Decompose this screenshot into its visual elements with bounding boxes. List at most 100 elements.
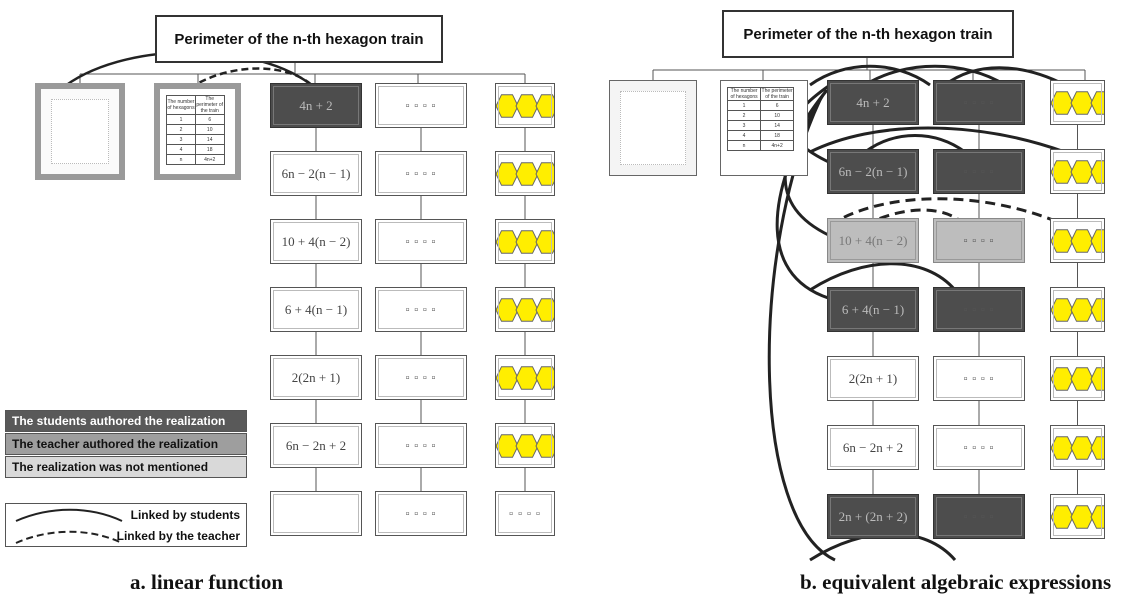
expression-text: 4n + 2	[299, 97, 333, 113]
graph-realization	[35, 83, 125, 180]
dots-pattern-cell: ▫ ▫ ▫ ▫	[375, 491, 467, 536]
expression-cell: 6n − 2n + 2	[270, 423, 362, 468]
expression-cell: 6n − 2(n − 1)	[827, 149, 919, 194]
expression-cell: 6 + 4(n − 1)	[827, 287, 919, 332]
expression-cell: 10 + 4(n − 2)	[827, 218, 919, 263]
dots-pattern-icon: ▫ ▫ ▫ ▫	[405, 439, 437, 452]
expression-text: 2n + (2n + 2)	[838, 508, 908, 524]
expression-cell: 2(2n + 1)	[827, 356, 919, 401]
dots-pattern-cell: ▫ ▫ ▫ ▫	[375, 83, 467, 128]
expression-cell: 6n − 2n + 2	[827, 425, 919, 470]
expression-text: 10 + 4(n − 2)	[281, 233, 351, 249]
dots-pattern-icon: ▫ ▫ ▫ ▫	[963, 372, 995, 385]
hexagon-picture-cell	[1050, 425, 1105, 470]
dots-pattern-cell: ▫ ▫ ▫ ▫	[375, 151, 467, 196]
dots-pattern-cell: ▫ ▫ ▫ ▫	[933, 149, 1025, 194]
expression-text: 4n + 2	[856, 94, 890, 110]
hexagon-train-icon	[1051, 297, 1104, 322]
dots-pattern-cell: ▫ ▫ ▫ ▫	[933, 425, 1025, 470]
expression-cell: 6n − 2(n − 1)	[270, 151, 362, 196]
expression-text: 6n − 2(n − 1)	[281, 165, 351, 181]
dots-pattern-icon: ▫ ▫ ▫ ▫	[963, 165, 995, 178]
hexagon-picture-cell: ▫ ▫ ▫ ▫	[495, 491, 555, 536]
hexagon-train-icon	[1051, 159, 1104, 184]
hexagon-train-icon	[496, 229, 554, 254]
hexagon-train-icon	[1051, 435, 1104, 460]
hexagon-picture-cell	[495, 151, 555, 196]
expression-cell: 2(2n + 1)	[270, 355, 362, 400]
hexagon-train-icon	[1051, 90, 1104, 115]
hexagon-picture-cell	[1050, 287, 1105, 332]
dots-pattern-cell: ▫ ▫ ▫ ▫	[933, 287, 1025, 332]
graph-realization	[609, 80, 697, 176]
diagram-title: Perimeter of the n-th hexagon train	[155, 15, 443, 63]
hexagon-picture-cell	[495, 355, 555, 400]
expression-cell	[270, 491, 362, 536]
dots-pattern-cell: ▫ ▫ ▫ ▫	[933, 494, 1025, 539]
hexagon-picture-cell	[1050, 80, 1105, 125]
dots-pattern-cell: ▫ ▫ ▫ ▫	[375, 355, 467, 400]
hexagon-picture-cell	[1050, 218, 1105, 263]
hexagon-picture-cell	[1050, 149, 1105, 194]
hexagon-train-icon	[496, 433, 554, 458]
hexagon-train-icon	[496, 93, 554, 118]
expression-text: 6 + 4(n − 1)	[284, 301, 348, 317]
expression-cell: 4n + 2	[270, 83, 362, 128]
hexagon-train-icon	[1051, 228, 1104, 253]
panel-equivalent-expressions: Perimeter of the n-th hexagon train The …	[565, 0, 1125, 603]
legend-teacher-authored: The teacher authored the realization	[5, 433, 247, 455]
legend-not-mentioned: The realization was not mentioned	[5, 456, 247, 478]
expression-text: 10 + 4(n − 2)	[838, 232, 908, 248]
expression-cell: 10 + 4(n − 2)	[270, 219, 362, 264]
legend-students-authored: The students authored the realization	[5, 410, 247, 432]
dots-pattern-icon: ▫ ▫ ▫ ▫	[963, 234, 995, 247]
hexagon-picture-cell	[1050, 356, 1105, 401]
dots-pattern-icon: ▫ ▫ ▫ ▫	[509, 507, 541, 520]
expression-text: 6n − 2n + 2	[285, 437, 347, 453]
dots-pattern-cell: ▫ ▫ ▫ ▫	[375, 287, 467, 332]
dots-pattern-icon: ▫ ▫ ▫ ▫	[405, 303, 437, 316]
hexagon-train-icon	[496, 297, 554, 322]
dots-pattern-icon: ▫ ▫ ▫ ▫	[405, 507, 437, 520]
dots-pattern-icon: ▫ ▫ ▫ ▫	[963, 441, 995, 454]
dots-pattern-cell: ▫ ▫ ▫ ▫	[933, 356, 1025, 401]
expression-cell: 4n + 2	[827, 80, 919, 125]
hexagon-train-icon	[496, 365, 554, 390]
dots-pattern-cell: ▫ ▫ ▫ ▫	[375, 423, 467, 468]
expression-text: 6 + 4(n − 1)	[841, 301, 905, 317]
dots-pattern-icon: ▫ ▫ ▫ ▫	[405, 167, 437, 180]
caption-a: a. linear function	[130, 570, 284, 594]
expression-text: 6n − 2(n − 1)	[838, 163, 908, 179]
dots-pattern-icon: ▫ ▫ ▫ ▫	[963, 510, 995, 523]
dots-pattern-cell: ▫ ▫ ▫ ▫	[375, 219, 467, 264]
hexagon-picture-cell	[495, 83, 555, 128]
dots-pattern-icon: ▫ ▫ ▫ ▫	[405, 99, 437, 112]
expression-text: 2(2n + 1)	[848, 370, 898, 386]
caption-b: b. equivalent algebraic expressions	[800, 570, 1112, 594]
diagram-title: Perimeter of the n-th hexagon train	[722, 10, 1014, 58]
dots-pattern-icon: ▫ ▫ ▫ ▫	[405, 235, 437, 248]
expression-text: 2(2n + 1)	[291, 369, 341, 385]
dots-pattern-icon: ▫ ▫ ▫ ▫	[405, 371, 437, 384]
hexagon-picture-cell	[1050, 494, 1105, 539]
hexagon-train-icon	[1051, 504, 1104, 529]
hexagon-picture-cell	[495, 219, 555, 264]
hexagon-train-icon	[1051, 366, 1104, 391]
dots-pattern-cell: ▫ ▫ ▫ ▫	[933, 218, 1025, 263]
dots-pattern-icon: ▫ ▫ ▫ ▫	[963, 303, 995, 316]
dots-pattern-cell: ▫ ▫ ▫ ▫	[933, 80, 1025, 125]
legend-linked-students: Linked by students	[130, 508, 240, 522]
legend-linked-teacher: Linked by the teacher	[116, 529, 240, 543]
link-legend: Linked by students Linked by the teacher	[5, 503, 247, 547]
hexagon-picture-cell	[495, 423, 555, 468]
hexagon-picture-cell	[495, 287, 555, 332]
hexagon-train-icon	[496, 161, 554, 186]
expression-text: 6n − 2n + 2	[842, 439, 904, 455]
panel-linear-function: Perimeter of the n-th hexagon train The …	[0, 0, 560, 603]
expression-cell: 2n + (2n + 2)	[827, 494, 919, 539]
dots-pattern-icon: ▫ ▫ ▫ ▫	[963, 96, 995, 109]
